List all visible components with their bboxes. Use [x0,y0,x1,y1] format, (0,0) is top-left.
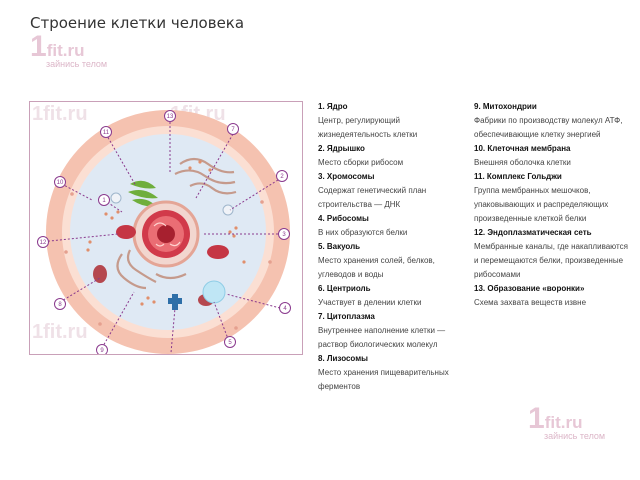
svg-text:8: 8 [58,302,62,308]
endoplasmic-reticulum [116,157,237,290]
nucleus [132,200,200,268]
legend-item-er: 12. Эндоплазматическая сеть Мембранные к… [474,228,628,279]
svg-text:13: 13 [167,114,174,120]
lysosome [110,192,122,204]
svg-text:3: 3 [282,232,286,238]
legend-item-lysosomes: 8. Лизосомы Место хранения пищеварительн… [318,354,449,391]
svg-text:2: 2 [280,174,284,180]
callout-badges: 13 7 2 3 4 5 6 9 8 12 10 11 1 [37,110,291,354]
legend-column-left: 1. Ядро Центр, регулирующий жизнедеятель… [318,100,468,394]
legend-item-centriole: 6. Центриоль Участвует в делении клетки [318,284,422,307]
svg-text:10: 10 [57,180,64,186]
brand-logo: 1fit.ru зайнись телом [30,30,108,70]
chromosomes [153,222,181,247]
legend-item-nucleolus: 2. Ядрышко Место сборки рибосом [318,144,404,167]
legend-item-mitochondria: 9. Митохондрии Фабрики по производству м… [474,102,623,139]
nucleolus [157,225,175,243]
legend-item-nucleus: 1. Ядро Центр, регулирующий жизнедеятель… [318,102,418,139]
svg-text:12: 12 [40,240,47,246]
svg-text:11: 11 [103,130,110,136]
centriole [168,294,182,310]
legend-item-golgi: 11. Комплекс Гольджи Группа мембранных м… [474,172,609,223]
legend-item-chromosomes: 3. Хромосомы Содержат генетический план … [318,172,427,209]
legend-item-vacuole: 5. Вакуоль Место хранения солей, белков,… [318,242,435,279]
brand-logo-bottom: 1fit.ru зайнись телом [528,402,606,442]
svg-text:9: 9 [100,348,104,354]
svg-text:5: 5 [228,340,232,346]
pointer-lines [39,122,281,354]
ribosomes [86,160,246,306]
legend-item-ribosomes: 4. Рибосомы В них образуются белки [318,214,408,237]
svg-text:7: 7 [231,127,235,133]
vacuole [202,280,226,304]
cell-diagram: 1fit.ru 1fit.ru 1fit.ru [29,101,303,355]
page-title: Строение клетки человека [30,14,245,32]
legend-column-right: 9. Митохондрии Фабрики по производству м… [474,100,634,310]
golgi-apparatus [128,180,158,207]
svg-text:1: 1 [102,198,106,204]
membrane-dots [64,192,272,330]
svg-text:1fit.ru: 1fit.ru [32,321,88,343]
lysosome [222,204,234,216]
svg-text:1fit.ru: 1fit.ru [32,103,88,125]
legend-item-funnel: 13. Образование «воронки» Схема захвата … [474,284,587,307]
svg-text:4: 4 [283,306,287,312]
legend-item-cytoplasm: 7. Цитоплазма Внутреннее наполнение клет… [318,312,446,349]
legend-item-cell-membrane: 10. Клеточная мембрана Внешняя оболочка … [474,144,571,167]
